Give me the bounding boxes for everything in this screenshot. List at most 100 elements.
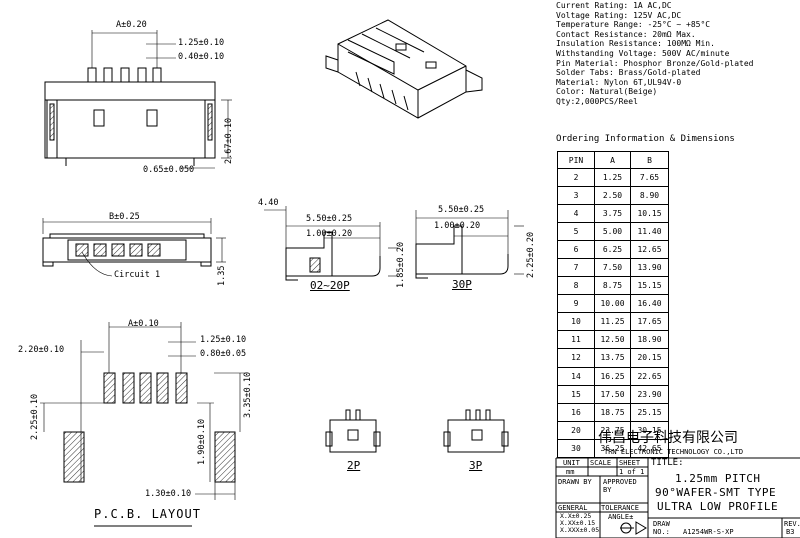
- company-name-cn: 伟昌电子科技有限公司: [598, 430, 738, 446]
- view-2p: [325, 409, 381, 453]
- dim-top-pitch: 1.25±0.10: [178, 38, 225, 48]
- dim-pcb-130: 1.30±0.10: [145, 489, 192, 499]
- tolerance-3: X.XXX±0.05: [560, 526, 600, 534]
- dim-pcb-080: 0.80±0.05: [200, 349, 247, 359]
- cell-b: 16.40: [630, 294, 669, 314]
- front-view: [42, 218, 226, 277]
- cell-b: 10.15: [630, 204, 669, 224]
- tolerance-1: X.X±0.25: [560, 512, 592, 520]
- unit-value: mm: [566, 468, 575, 476]
- dim-pcb-220: 2.20±0.10: [18, 345, 65, 355]
- header-pin: PIN: [557, 151, 595, 169]
- spec-item: Contact Resistance: 20mΩ Max.: [556, 29, 696, 39]
- cell-b: 8.90: [630, 186, 669, 206]
- unit-label: UNIT: [563, 459, 580, 467]
- rev-label: REV.: [784, 520, 800, 528]
- approved-label: APPROVED: [603, 478, 637, 486]
- sheet-label: SHEET: [619, 459, 641, 467]
- cell-b: 12.65: [630, 240, 669, 260]
- top-view: [44, 30, 232, 169]
- cell-pin: 9: [557, 294, 595, 314]
- sheet-value: 1 of 1: [619, 468, 645, 476]
- dim-pcb-a: A±0.10: [128, 319, 159, 329]
- dim-pcb-335: 3.35±0.10: [243, 371, 253, 418]
- cell-a: 18.75: [594, 402, 631, 422]
- side-view-30p: [415, 210, 524, 279]
- title-line-2: 90°WAFER-SMT TYPE: [655, 486, 777, 499]
- cell-pin: 3: [557, 186, 595, 206]
- dim-top-offset: 0.65±0.050: [143, 165, 195, 175]
- label-3p: 3P: [469, 459, 483, 472]
- angle-label: ANGLE±: [608, 513, 634, 521]
- title-line-3: ULTRA LOW PROFILE: [657, 500, 779, 513]
- dim-top-pin: 0.40±0.10: [178, 52, 225, 62]
- cell-a: 5.00: [594, 222, 631, 242]
- dim-front-height: 1.35: [217, 265, 227, 286]
- cell-a: 7.50: [594, 258, 631, 278]
- cell-b: 13.90: [630, 258, 669, 278]
- cell-b: 20.15: [630, 348, 669, 368]
- cell-a: 10.00: [594, 294, 631, 314]
- cell-b: 23.90: [630, 384, 669, 404]
- dim-top-height: 2.67±0.10: [224, 117, 234, 164]
- title-line-1: 1.25mm PITCH: [675, 472, 761, 485]
- dim-pcb-190: 1.90±0.10: [197, 418, 207, 465]
- dim-side-185: 1.85±0.20: [396, 241, 406, 288]
- side-view-02-20p: [264, 206, 398, 281]
- company-name-en: TRN ELECTRONIC TECHNOLOGY CO.,LTD: [604, 448, 744, 456]
- cell-a: 2.50: [594, 186, 631, 206]
- cell-pin: 11: [557, 330, 595, 350]
- cell-b: 22.65: [630, 366, 669, 386]
- spec-item: Qty:2,000PCS/Reel: [556, 96, 638, 106]
- cell-a: 17.50: [594, 384, 631, 404]
- dim-side-440: 4.40: [258, 198, 279, 208]
- dim-side-550b: 5.50±0.25: [438, 205, 485, 215]
- cell-b: 11.40: [630, 222, 669, 242]
- spec-item: Solder Tabs: Brass/Gold-plated: [556, 68, 701, 78]
- tolerance-2: X.XX±0.15: [560, 519, 596, 527]
- dim-side-225: 2.25±0.20: [526, 231, 536, 278]
- label-02-20p: 02~20P: [310, 279, 350, 292]
- general-label: GENERAL: [558, 504, 588, 512]
- cell-a: 11.25: [594, 312, 631, 332]
- spec-list: Current Rating: 1A AC,DC Voltage Rating:…: [556, 1, 753, 107]
- draw-no-label-2: NO.:: [653, 528, 670, 536]
- spec-item: Insulation Resistance: 100MΩ Min.: [556, 39, 715, 49]
- cell-pin: 14: [557, 366, 595, 386]
- label-2p: 2P: [347, 459, 361, 472]
- dim-top-a: A±0.20: [116, 20, 147, 30]
- cell-pin: 7: [557, 258, 595, 278]
- circuit-label: Circuit 1: [114, 270, 161, 280]
- cell-pin: 15: [557, 384, 595, 404]
- pcb-layout-title: P.C.B. LAYOUT: [94, 507, 201, 521]
- spec-item: Temperature Range: -25°C ~ +85°C: [556, 20, 711, 30]
- title-label: TITLE:: [651, 458, 684, 468]
- spec-item: Voltage Rating: 125V AC,DC: [556, 10, 682, 20]
- ordering-title: Ordering Information & Dimensions: [556, 134, 735, 144]
- dim-side-550a: 5.50±0.25: [306, 214, 353, 224]
- spec-item: Current Rating: 1A AC,DC: [556, 1, 672, 10]
- cell-pin: 8: [557, 276, 595, 296]
- table-header-row: PIN A B: [557, 151, 669, 169]
- dim-side-100b: 1.00±0.20: [434, 221, 481, 231]
- spec-item: Color: Natural(Beige): [556, 87, 658, 97]
- scale-label: SCALE: [590, 459, 612, 467]
- dim-front-b: B±0.25: [109, 212, 140, 222]
- label-30p: 30P: [452, 278, 472, 291]
- cell-a: 3.75: [594, 204, 631, 224]
- cell-pin: 12: [557, 348, 595, 368]
- pcb-layout: [40, 322, 248, 527]
- dim-pcb-125: 1.25±0.10: [200, 335, 247, 345]
